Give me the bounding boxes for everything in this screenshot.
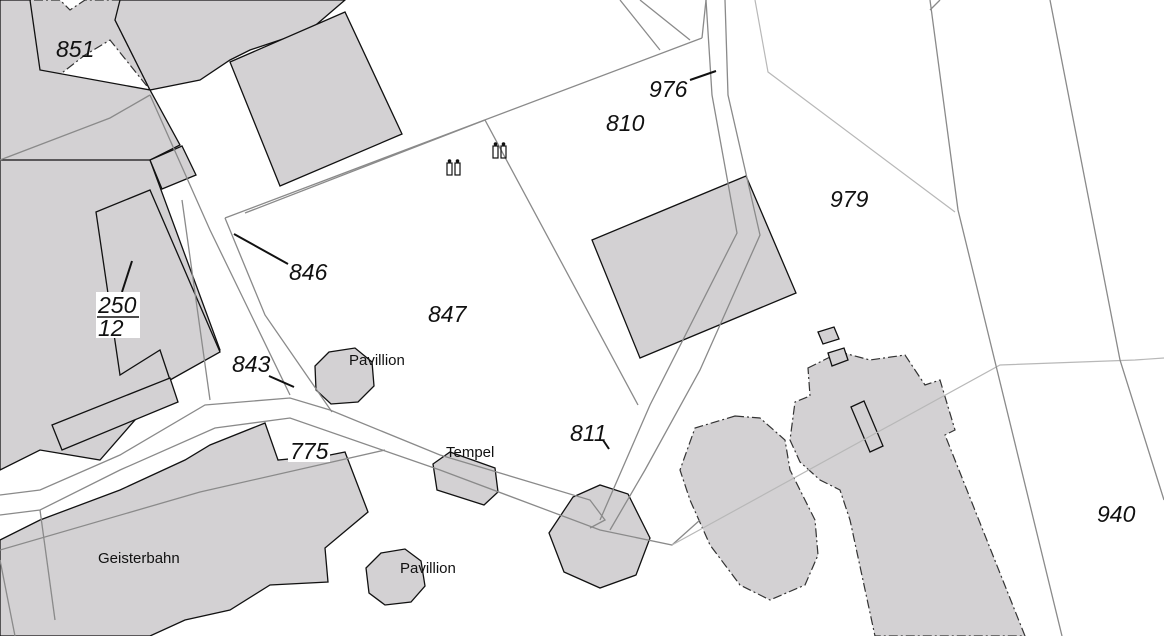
building-octagon[interactable] bbox=[548, 484, 651, 589]
parcel-250[interactable]: 250 bbox=[97, 292, 137, 318]
building-dashed-large[interactable] bbox=[789, 351, 1026, 636]
parcel-843[interactable]: 843 bbox=[232, 351, 271, 377]
building-small-1[interactable] bbox=[817, 326, 840, 345]
building-pavillion-2[interactable] bbox=[365, 548, 426, 606]
building-geisterbahn[interactable] bbox=[0, 422, 369, 636]
parcel-775-box bbox=[288, 438, 330, 462]
parcel-979[interactable]: 979 bbox=[830, 186, 869, 212]
parcel-846[interactable]: 846 bbox=[289, 259, 328, 285]
building-pavillion-1[interactable] bbox=[314, 347, 375, 405]
label-pavillion-1: Pavillion bbox=[349, 352, 405, 369]
label-tempel: Tempel bbox=[446, 444, 494, 461]
label-geisterbahn: Geisterbahn bbox=[98, 550, 180, 567]
building-inner-rect[interactable] bbox=[850, 400, 884, 453]
toilet-icon bbox=[446, 159, 461, 176]
building-dashed-oval[interactable] bbox=[679, 415, 819, 601]
parcel-775[interactable]: 775 bbox=[290, 438, 329, 464]
parcel-940[interactable]: 940 bbox=[1097, 501, 1136, 527]
building-labels: Pavillion Tempel Geisterbahn Pavillion bbox=[98, 352, 494, 577]
building-top-center[interactable] bbox=[229, 11, 403, 187]
building-large-square[interactable] bbox=[591, 175, 797, 359]
leader-lines bbox=[121, 70, 717, 450]
buildings bbox=[0, 0, 1026, 636]
parcel-847[interactable]: 847 bbox=[428, 301, 468, 327]
parcel-numbers: 851 976 810 979 846 847 250 12 843 811 7… bbox=[56, 36, 1136, 527]
parcel-12[interactable]: 12 bbox=[98, 315, 124, 341]
parcel-810[interactable]: 810 bbox=[606, 110, 645, 136]
building-small-square[interactable] bbox=[149, 145, 197, 190]
parcel-851[interactable]: 851 bbox=[56, 36, 94, 62]
parcel-811[interactable]: 811 bbox=[570, 420, 607, 446]
toilet-icon-2 bbox=[492, 142, 507, 159]
parcel-976[interactable]: 976 bbox=[649, 76, 688, 102]
building-lower-left-strip[interactable] bbox=[51, 377, 179, 451]
parcel-250-box bbox=[96, 292, 140, 338]
label-pavillion-2: Pavillion bbox=[400, 560, 456, 577]
building-top-left-strip[interactable] bbox=[114, 0, 346, 91]
building-small-2[interactable] bbox=[827, 347, 849, 367]
